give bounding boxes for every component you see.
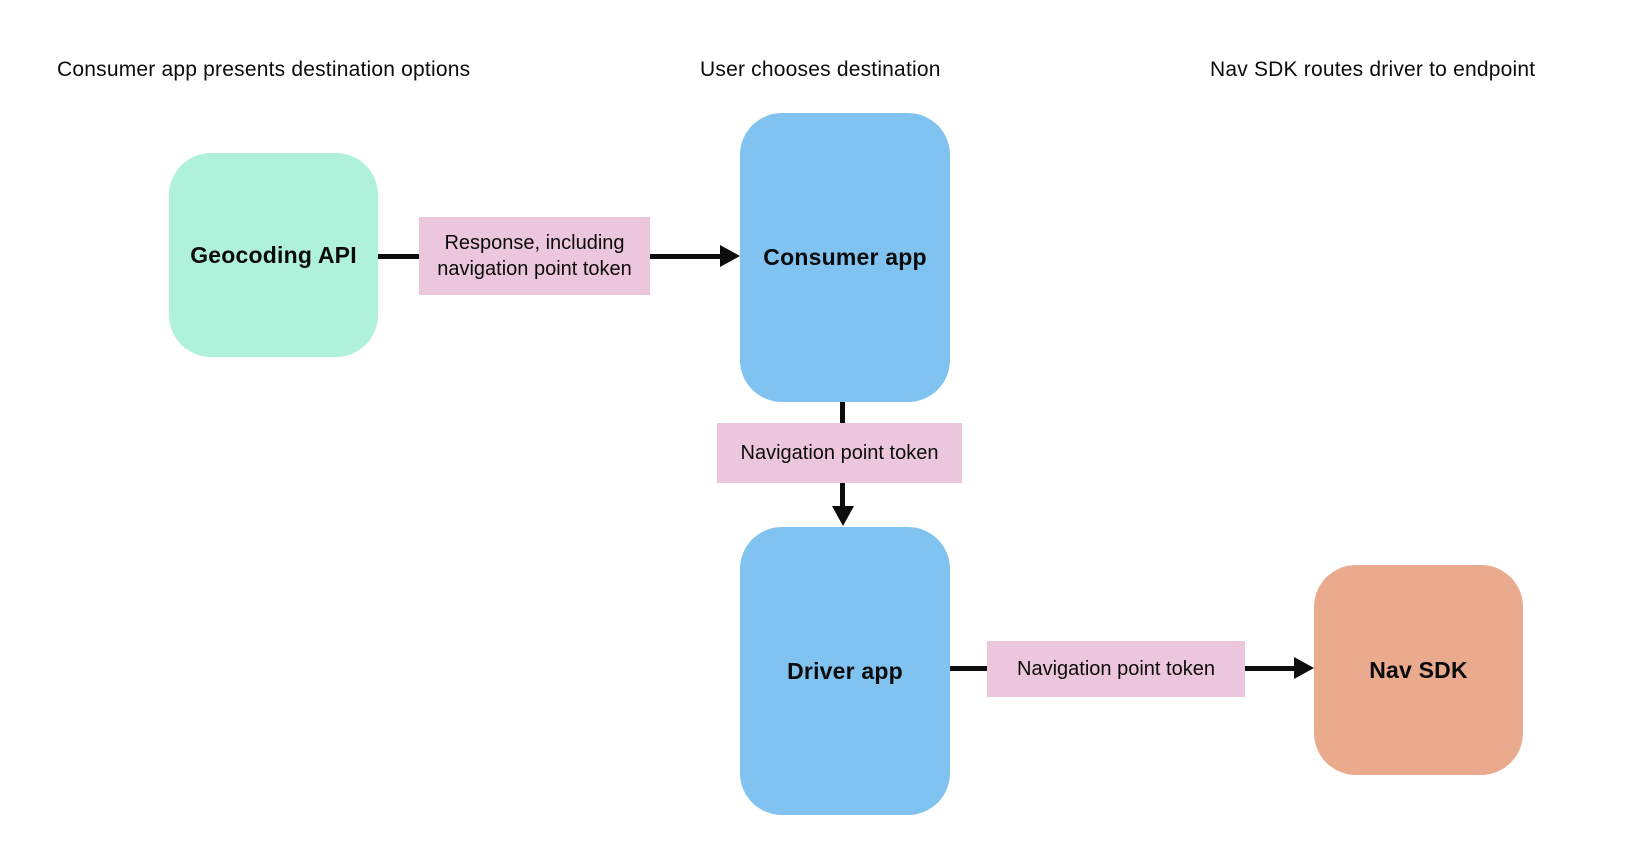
edge-label-navigation-point-token-right: Navigation point token: [987, 641, 1245, 697]
node-consumer-app-label: Consumer app: [763, 244, 927, 270]
lane-header-consumer-presents-options: Consumer app presents destination option…: [57, 58, 471, 81]
lane-header-nav-sdk-routes-driver: Nav SDK routes driver to endpoint: [1210, 58, 1536, 81]
node-driver-app: Driver app: [740, 527, 950, 815]
edge-label-response-including-token: Response, including navigation point tok…: [419, 217, 650, 295]
arrowhead-down-icon: [832, 506, 854, 526]
node-driver-app-label: Driver app: [787, 657, 903, 684]
node-geocoding-api: Geocoding API: [169, 153, 378, 357]
node-nav-sdk-label: Nav SDK: [1369, 656, 1468, 683]
lane-header-user-chooses-destination: User chooses destination: [700, 58, 941, 81]
arrowhead-right-icon: [1294, 657, 1314, 679]
edge-label-navigation-point-token-middle: Navigation point token: [717, 423, 962, 483]
node-geocoding-api-label: Geocoding API: [190, 241, 357, 268]
node-consumer-app: Consumer app: [740, 113, 950, 402]
node-nav-sdk: Nav SDK: [1314, 565, 1523, 775]
arrowhead-right-icon: [720, 245, 740, 267]
